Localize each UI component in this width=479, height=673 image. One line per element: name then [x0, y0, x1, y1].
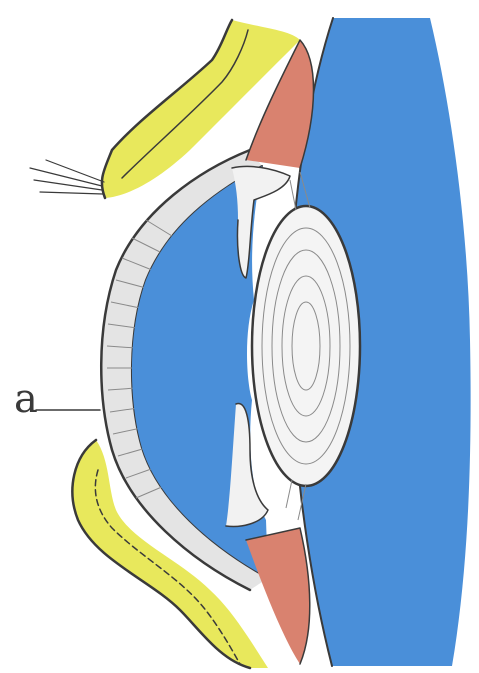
label-a: a [14, 376, 38, 422]
